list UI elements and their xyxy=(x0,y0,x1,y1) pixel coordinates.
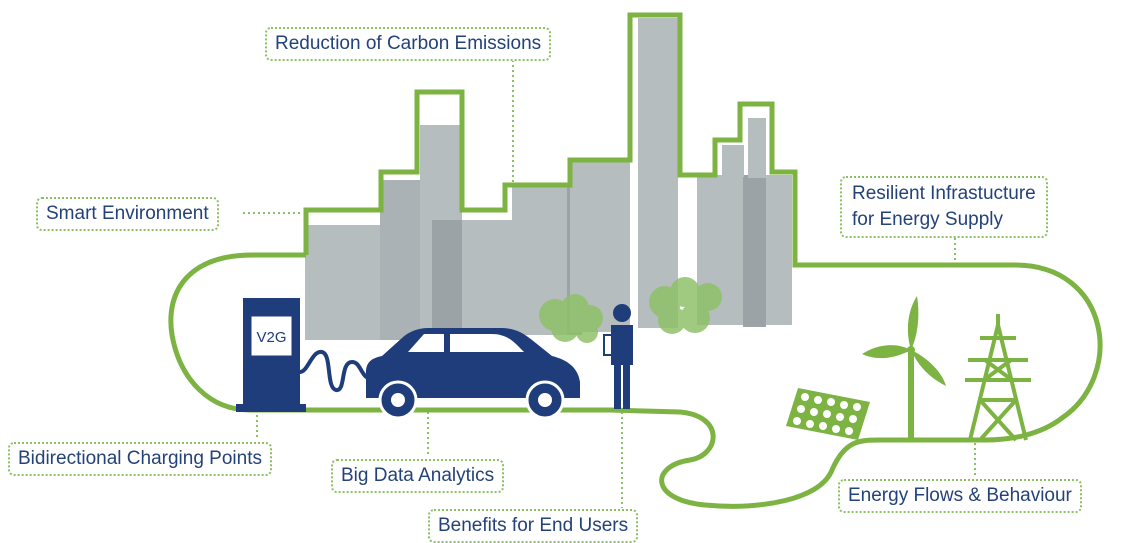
skyline-outline xyxy=(168,12,1103,509)
label-resilient-line-2: for Energy Supply xyxy=(852,209,1004,230)
trees xyxy=(539,277,722,343)
label-bidirectional-charging-points: Bidirectional Charging Points xyxy=(8,442,272,476)
electric-car xyxy=(366,328,580,420)
solar-panel xyxy=(786,388,870,440)
label-energy-flows-behaviour: Energy Flows & Behaviour xyxy=(838,479,1082,513)
charger-label: V2G xyxy=(256,329,286,346)
connector-lines xyxy=(243,60,976,508)
label-resilient-infrastructure: Resilient Infrastucture for Energy Suppl… xyxy=(840,176,1048,238)
label-resilient-line-1: Resilient Infrastucture xyxy=(852,183,1036,204)
wind-turbine xyxy=(862,296,946,440)
charging-cable xyxy=(299,350,376,392)
label-reduction-carbon-emissions: Reduction of Carbon Emissions xyxy=(265,27,552,61)
label-big-data-analytics: Big Data Analytics xyxy=(331,459,505,493)
label-smart-environment: Smart Environment xyxy=(36,197,219,231)
charging-station: V2G xyxy=(236,298,306,412)
city-buildings xyxy=(305,18,792,340)
person-figure xyxy=(603,304,633,409)
power-pylon xyxy=(965,314,1031,442)
label-benefits-end-users: Benefits for End Users xyxy=(428,509,639,543)
